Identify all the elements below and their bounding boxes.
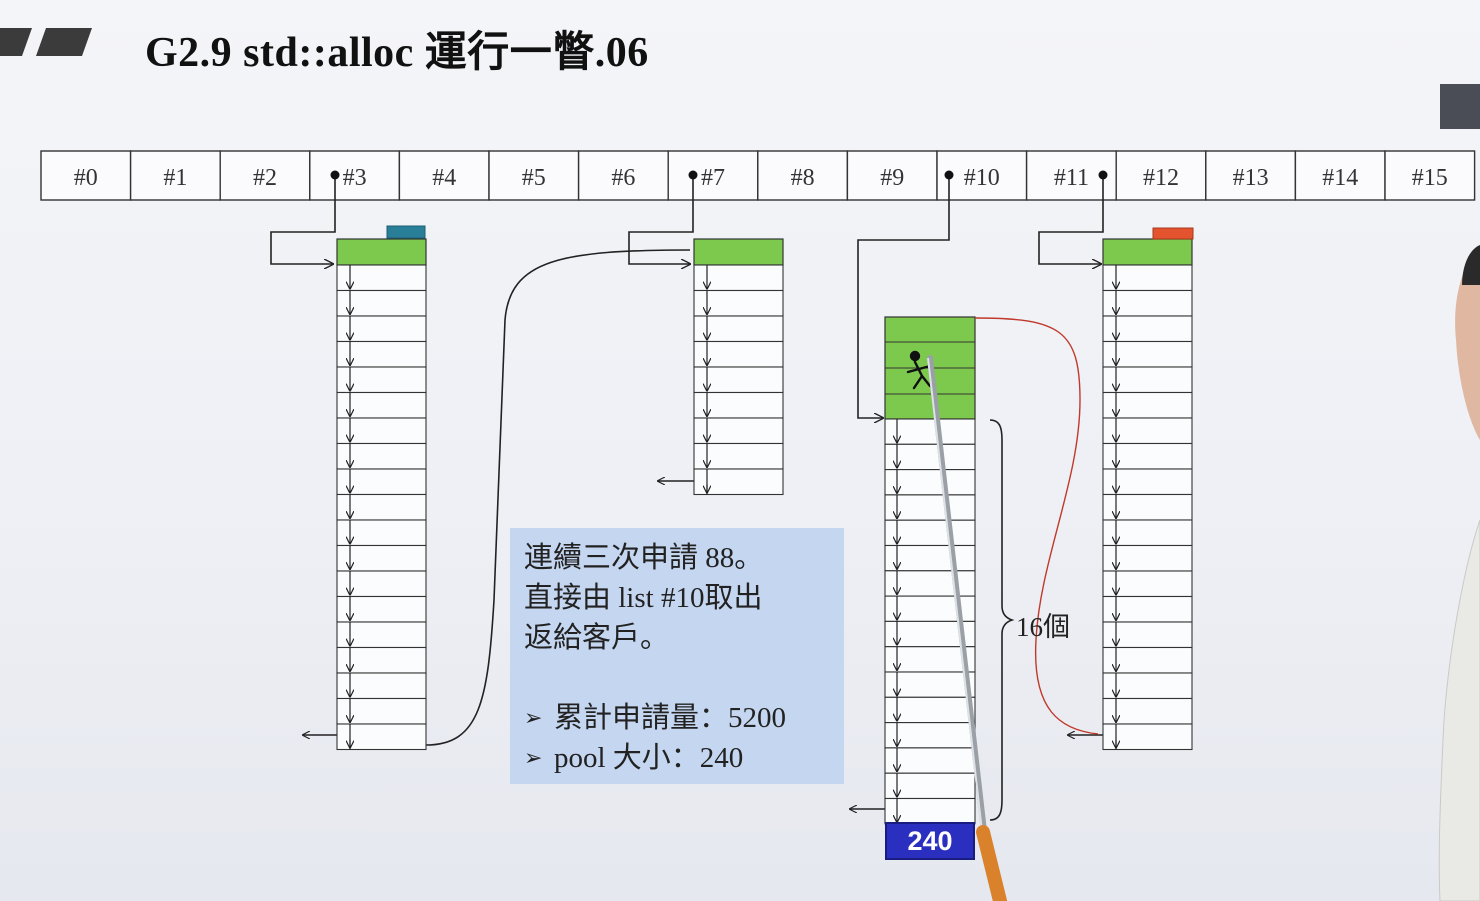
- free-list-slot: #7: [667, 150, 759, 201]
- free-list-slot: #2: [219, 150, 311, 201]
- free-list-slot: #8: [757, 150, 849, 201]
- free-list-slot-label: #9: [880, 165, 904, 191]
- brace-label: 16個: [1016, 612, 1070, 642]
- free-list-slot: #15: [1384, 150, 1476, 201]
- free-block-row: [884, 469, 976, 496]
- free-list-slot: #0: [40, 150, 132, 201]
- chunk-list-7: [693, 238, 784, 496]
- free-list-slot-label: #6: [611, 165, 635, 191]
- allocated-block: [693, 238, 784, 266]
- note-bullet: 累計申請量：5200: [554, 702, 787, 734]
- free-block-row: [884, 696, 976, 724]
- slot-pointer-dots: [330, 170, 1108, 180]
- free-list-slot-label: #11: [1054, 165, 1089, 191]
- free-list-slot-label: #12: [1143, 165, 1179, 191]
- free-block-row: [884, 570, 976, 597]
- bullet-arrow-icon: ➢: [524, 705, 543, 730]
- chunk-list-11: [1102, 238, 1193, 751]
- free-list-slot: #12: [1115, 150, 1207, 201]
- title-stripes: [0, 28, 92, 56]
- free-list-slot: #10: [936, 150, 1028, 201]
- free-list-slot: #11: [1025, 150, 1117, 201]
- free-list-slot-label: #2: [253, 165, 277, 191]
- free-list-slot: #1: [129, 150, 221, 201]
- free-block-row: [884, 418, 976, 445]
- free-list-slot: #13: [1205, 150, 1297, 201]
- free-block-row: [884, 443, 976, 471]
- note-box: 連續三次申請 88。 直接由 list #10取出 返給客戶。 ➢ 累計申請量：…: [510, 528, 844, 784]
- free-list-slot: #14: [1294, 150, 1386, 201]
- bullet-arrow-icon: ➢: [524, 745, 543, 770]
- note-line: 直接由 list #10取出: [524, 582, 763, 614]
- allocated-block: [1102, 238, 1193, 266]
- pointer-stick: [927, 355, 1007, 901]
- free-list-slot-label: #13: [1233, 165, 1269, 191]
- free-block-row: [336, 442, 427, 470]
- note-line: 返給客戶。: [524, 622, 670, 654]
- free-list-slot-label: #10: [964, 165, 1000, 191]
- free-list-slot: #3: [309, 150, 401, 201]
- free-block-row: [884, 671, 976, 698]
- free-block-row: [884, 722, 976, 749]
- free-list-slot-label: #5: [522, 165, 546, 191]
- free-list-slot-label: #8: [791, 165, 815, 191]
- slide-title: G2.9 std::alloc 運行一瞥.06: [145, 30, 649, 76]
- note-bullet-row: ➢ 累計申請量：5200: [524, 698, 830, 738]
- free-list-slot: #5: [488, 150, 580, 201]
- presenter-silhouette: [1438, 84, 1480, 901]
- free-block-row: [884, 494, 976, 521]
- free-block-row: [693, 468, 784, 496]
- chunk-marker-red: [1152, 227, 1194, 240]
- allocated-block: [336, 238, 427, 266]
- free-list-slot-label: #0: [74, 165, 98, 191]
- free-block-row: [884, 544, 976, 572]
- free-block-row: [336, 672, 427, 700]
- free-list-slot-label: #3: [343, 165, 367, 191]
- client-figure-icon: [906, 350, 932, 390]
- free-block-row: [336, 391, 427, 419]
- chunk-list-3: [336, 238, 427, 751]
- free-block-row: [884, 772, 976, 800]
- free-list-slot: #4: [398, 150, 490, 201]
- pool-size-badge: 240: [885, 822, 975, 860]
- chunk-list-10: [884, 316, 976, 825]
- note-bullet-row: ➢ pool 大小：240: [524, 738, 830, 778]
- free-block-row: [1102, 315, 1193, 343]
- free-list-slot-label: #7: [701, 165, 725, 191]
- free-block-row: [884, 747, 976, 774]
- free-block-row: [884, 519, 976, 547]
- note-bullet: pool 大小：240: [554, 742, 744, 774]
- free-list-slot-label: #15: [1412, 165, 1448, 191]
- free-list-slot: #9: [846, 150, 938, 201]
- free-list-slot-label: #14: [1322, 165, 1358, 191]
- free-list-array: #0 #1 #2 #3 #4 #5 #6 #7 #8 #9 #10 #11 #12 #13 #14 #15: [40, 150, 1476, 201]
- chunk-marker-teal: [386, 225, 426, 239]
- free-list-slot-label: #1: [163, 165, 187, 191]
- note-line: 連續三次申請 88。: [524, 542, 764, 574]
- free-block-row: [884, 797, 976, 825]
- brace: [989, 419, 1015, 821]
- red-link-curve: [974, 317, 1099, 735]
- pointer-lines: [270, 175, 1108, 809]
- free-list-slot: #6: [577, 150, 669, 201]
- free-list-slot-label: #4: [432, 165, 456, 191]
